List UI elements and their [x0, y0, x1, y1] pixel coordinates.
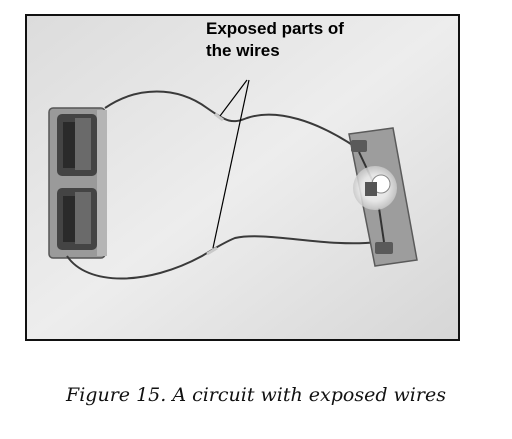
- bulb-board: [348, 127, 418, 267]
- figure-caption: Figure 15. A circuit with exposed wires: [66, 384, 446, 406]
- clip-bottom: [375, 242, 393, 254]
- battery-icon: [57, 114, 97, 176]
- circuit-wires: [66, 90, 378, 280]
- exposed-wire-bottom: [206, 246, 218, 256]
- exposed-wire-top: [214, 112, 224, 122]
- annotation-line-1: Exposed parts of: [206, 19, 344, 38]
- pointer-line-bottom: [212, 79, 250, 249]
- exposed-wires-annotation: Exposed parts of the wires: [206, 18, 344, 62]
- exposed-wire-segments: [206, 112, 224, 256]
- annotation-pointers: [212, 79, 250, 249]
- circuit-illustration: [27, 16, 458, 339]
- top-wire: [104, 90, 358, 149]
- bottom-wire: [66, 235, 378, 280]
- pointer-line-top: [219, 79, 248, 117]
- battery-holder: [48, 107, 107, 259]
- clip-top: [351, 140, 367, 152]
- light-bulb-icon: [353, 166, 397, 210]
- annotation-line-2: the wires: [206, 41, 280, 60]
- battery-icon: [57, 188, 97, 250]
- circuit-photo: [25, 14, 460, 341]
